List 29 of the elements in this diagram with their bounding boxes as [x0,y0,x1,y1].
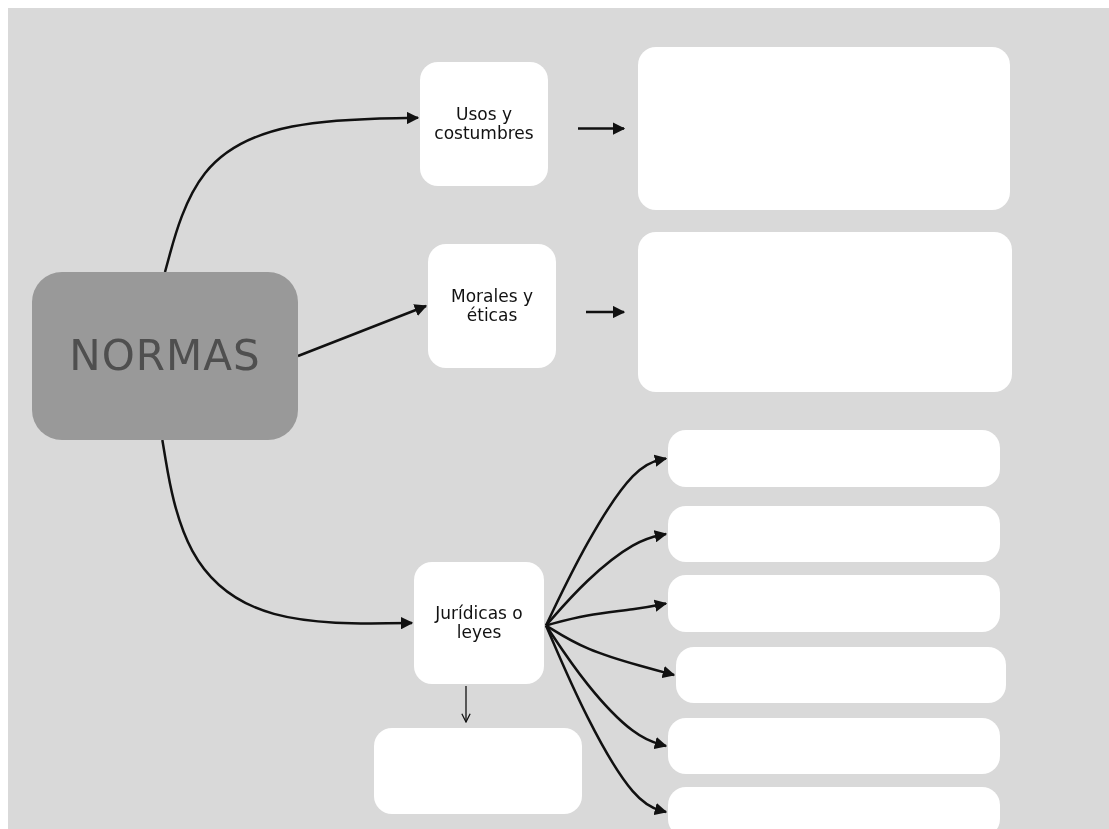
node-label: NORMAS [68,329,262,382]
empty-box [668,506,1000,562]
empty-box [638,47,1010,210]
node-label: Morales y éticas [450,285,534,327]
empty-box [374,728,582,814]
arrow [544,454,668,626]
arrow [586,305,626,319]
category-box [420,62,548,186]
category-box [428,244,556,368]
arrow [545,599,668,627]
topic-box [32,272,298,440]
empty-box [638,232,1012,392]
arrow [545,624,676,679]
arrow [578,122,626,135]
arrow [161,439,414,630]
arrow [544,624,668,816]
empty-box [668,718,1000,774]
node-label: Usos y costumbres [433,103,535,145]
arrow [544,624,668,750]
empty-box [668,575,1000,632]
arrow [297,304,428,358]
empty-box [676,647,1006,703]
empty-box [668,430,1000,487]
arrow [545,530,668,627]
empty-box [668,787,1000,829]
category-box [414,562,544,684]
arrow [461,685,471,723]
arrow [163,111,420,273]
node-label: Jurídicas o leyes [433,602,524,644]
